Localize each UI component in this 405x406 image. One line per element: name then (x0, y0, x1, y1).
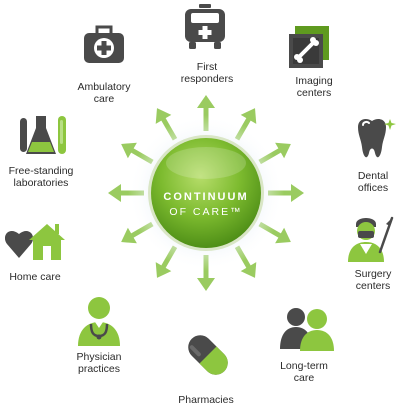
surgeon-icon (348, 216, 394, 262)
arrow-head (275, 142, 291, 159)
label-physician-practices: Physician practices (76, 351, 122, 375)
label-first-responders: First responders (180, 61, 234, 85)
home-heart-icon (5, 224, 65, 260)
xray-icon (289, 26, 329, 68)
pill-icon (188, 335, 228, 375)
label-long-term-care: Long-term care (280, 360, 328, 384)
label-ambulatory-care: Ambulatory care (77, 81, 131, 105)
arrow-head (275, 227, 291, 244)
tooth-icon (358, 119, 396, 158)
label-surgery-centers: Surgery centers (354, 268, 392, 292)
arrow-head (155, 108, 172, 124)
arrow-head (155, 262, 172, 278)
arrow-head (108, 184, 121, 202)
center-circle (151, 138, 261, 248)
lab-flask-icon (20, 116, 66, 154)
arrow-head (197, 278, 215, 291)
label-imaging-centers: Imaging centers (295, 75, 333, 99)
arrow-head (240, 262, 257, 278)
arrow-head (121, 227, 137, 244)
ambulance-icon (185, 4, 225, 49)
arrow-head (121, 142, 137, 159)
center-title-line2: OF CARE™ (169, 206, 242, 218)
medical-kit-icon (84, 25, 124, 63)
center-title-line1: CONTINUUM (163, 191, 248, 203)
label-home-care: Home care (9, 271, 61, 283)
arrow-head (197, 95, 215, 108)
label-free-standing-laboratories: Free-standing laboratories (8, 165, 74, 189)
arrow-head (291, 184, 304, 202)
label-dental-offices: Dental offices (357, 170, 389, 194)
arrow-head (240, 108, 257, 124)
people-icon (280, 308, 334, 351)
label-pharmacies: Pharmacies (178, 394, 234, 406)
physician-icon (78, 297, 120, 346)
